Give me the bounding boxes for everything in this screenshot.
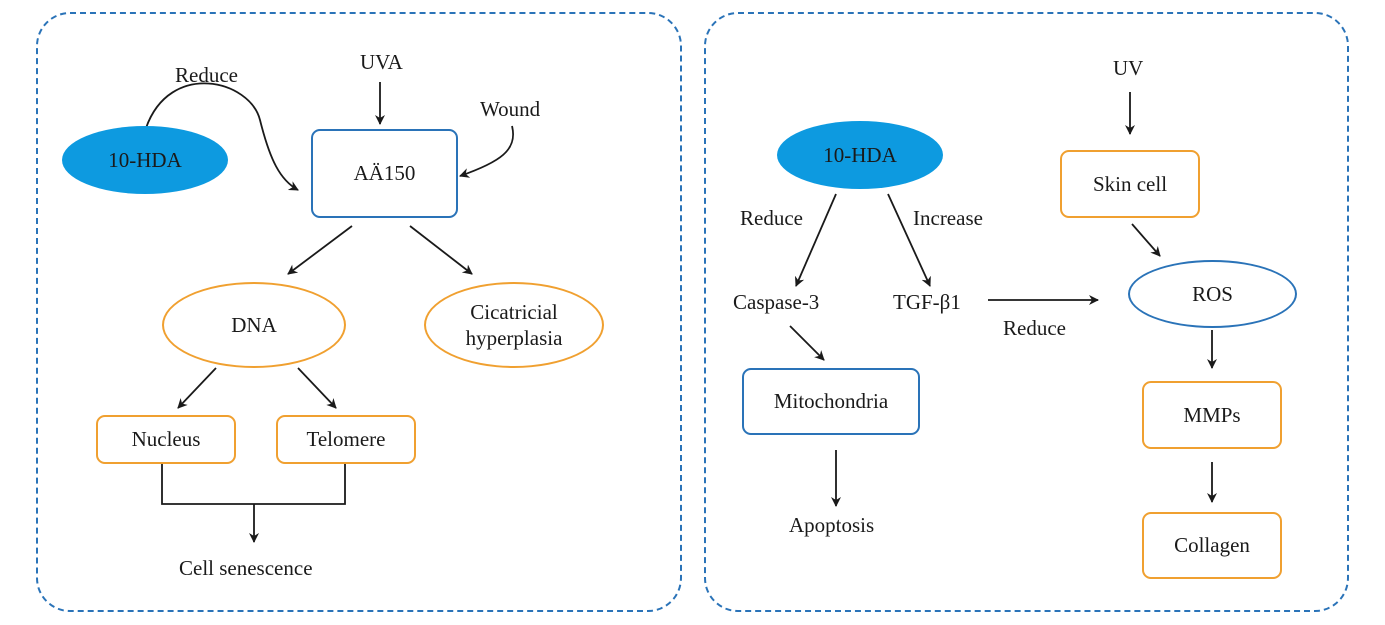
collagen-text: Collagen: [1174, 533, 1250, 558]
arrow-hda-to-tgf: [887, 193, 931, 287]
skin-cell-box: Skin cell: [1060, 150, 1200, 218]
cicatricial-text: Cicatricial hyperplasia: [465, 299, 563, 350]
collagen-box: Collagen: [1142, 512, 1282, 579]
hda-text-right: 10-HDA: [823, 142, 897, 167]
arrow-wound-curve: [459, 125, 514, 178]
cicatricial-ellipse: Cicatricial hyperplasia: [424, 282, 604, 368]
reduce-label-right: Reduce: [740, 206, 803, 230]
arrow-skin-to-ros: [1131, 223, 1161, 257]
left-panel: [36, 12, 682, 612]
arrow-hda-reduce-curve: [145, 82, 299, 191]
dna-ellipse: DNA: [162, 282, 346, 368]
mitochondria-text: Mitochondria: [773, 389, 889, 414]
hda-text-left: 10-HDA: [108, 147, 182, 172]
wound-label: Wound: [480, 97, 541, 121]
arrow-dna-to-nucleus: [177, 367, 217, 409]
uva-label: UVA: [360, 50, 403, 74]
dna-text: DNA: [231, 312, 277, 337]
arrow-hda-to-caspase: [795, 193, 837, 287]
arrow-center-to-dna: [287, 225, 353, 275]
uv-label: UV: [1113, 56, 1144, 80]
nucleus-text: Nucleus: [131, 427, 201, 452]
arrow-dna-to-telomere: [297, 367, 337, 409]
arrow-caspase-to-mito: [789, 325, 825, 361]
tgf-label: TGF-β1: [893, 290, 961, 314]
ros-ellipse: ROS: [1128, 260, 1297, 328]
telomere-text: Telomere: [306, 427, 386, 452]
reduce-label-left: Reduce: [175, 63, 238, 87]
increase-label: Increase: [913, 206, 983, 230]
caspase-label: Caspase-3: [733, 290, 820, 314]
center-box: AÄ150: [311, 129, 458, 218]
bracket-nucleus-telomere: [161, 464, 346, 505]
hda-ellipse-right: 10-HDA: [777, 121, 943, 189]
mmps-box: MMPs: [1142, 381, 1282, 449]
mitochondria-box: Mitochondria: [742, 368, 920, 435]
center-text: AÄ150: [353, 161, 416, 186]
nucleus-box: Nucleus: [96, 415, 236, 464]
ros-text: ROS: [1192, 281, 1233, 306]
arrow-center-to-cicatricial: [409, 225, 473, 275]
right-panel: [704, 12, 1349, 612]
skin-cell-text: Skin cell: [1092, 171, 1168, 196]
reduce-arrow-label: Reduce: [1003, 316, 1066, 340]
hda-ellipse-left: 10-HDA: [62, 126, 228, 194]
senescence-label: Cell senescence: [179, 556, 313, 580]
mmps-text: MMPs: [1183, 402, 1241, 427]
telomere-box: Telomere: [276, 415, 416, 464]
apoptosis-label: Apoptosis: [789, 513, 875, 537]
